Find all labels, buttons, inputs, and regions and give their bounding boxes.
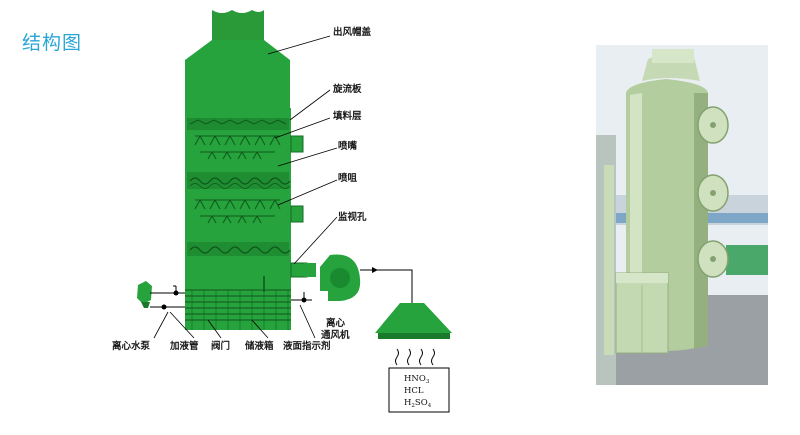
inspection-box-lower (290, 205, 304, 223)
label-inspection-hole: 监视孔 (338, 211, 367, 223)
packing-layer-upper (187, 172, 291, 189)
label-outlet-cap: 出风帽盖 (333, 26, 372, 38)
label-centrifugal-pump: 离心水泵 (112, 340, 151, 352)
gas-hno3: HNO3 (404, 374, 430, 385)
storage-tank-hatch (185, 289, 291, 330)
centrifugal-fan-shape (304, 254, 361, 301)
structure-diagram: HNO3 HCL H2SO4 出风帽盖 旋流板 填料层 喷嘴 喷咀 监视孔 离心… (112, 10, 452, 413)
label-storage-tank: 储液箱 (245, 340, 274, 352)
gas-composition-box (388, 367, 450, 413)
tower-taper (185, 40, 290, 110)
tower-body (185, 108, 291, 330)
fume-arrows (395, 348, 435, 366)
inspection-box-upper (290, 135, 304, 153)
label-swirl-plate: 旋流板 (332, 83, 362, 95)
gas-hcl: HCL (404, 386, 424, 396)
collection-hood (375, 303, 452, 333)
label-spray-head: 喷咀 (338, 172, 358, 184)
centrifugal-pump-shape (137, 281, 152, 308)
nozzle-group-lower (194, 199, 281, 224)
label-nozzle: 喷嘴 (338, 140, 358, 152)
page-title: 结构图 (22, 32, 83, 54)
gas-h2so4: H2SO4 (404, 398, 432, 409)
nozzle-group-upper (194, 135, 281, 160)
label-level-indicator: 液面指示剂 (283, 340, 331, 352)
scrubber-tower-photo (596, 45, 768, 385)
label-valve: 阀门 (211, 340, 230, 352)
label-packing-layer: 填料层 (333, 110, 362, 122)
label-feed-pipe: 加液管 (169, 340, 199, 352)
packing-layer-lower (187, 242, 291, 256)
leader-lines (153, 35, 338, 339)
label-fan-line2: 通风机 (321, 329, 350, 341)
swirl-plate-band (187, 118, 289, 130)
outlet-cap-shape (212, 10, 264, 40)
label-fan-line1: 离心 (326, 317, 346, 329)
